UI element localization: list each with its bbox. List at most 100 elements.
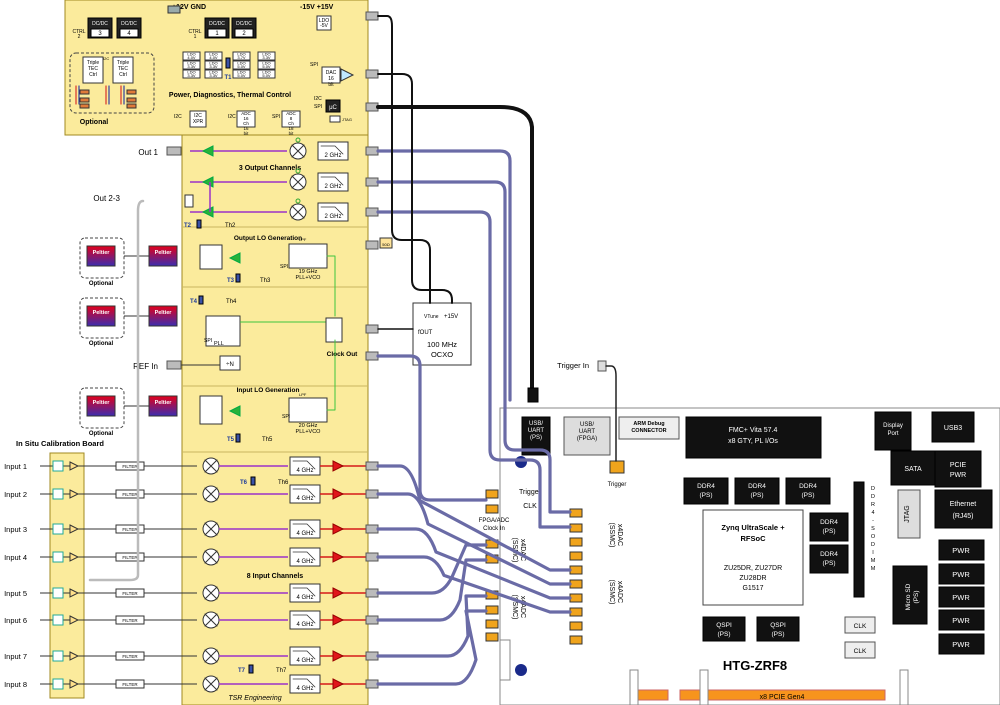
lo-tap [295,137,301,143]
dcdc-inner [207,28,227,38]
input-amp [332,650,345,662]
sma-connector [365,651,379,661]
ssmc-left [485,504,499,514]
pwr-block [938,563,985,585]
output-lo-amp [228,252,241,264]
output-filter [317,141,349,161]
pwr-block [938,539,985,561]
peltier-element [86,245,116,267]
ocxo-plus15v: +15V [444,314,458,320]
input-filter-label: FILTER [122,464,138,469]
calib-board-title: In Situ Calibration Board [16,439,104,448]
output-filter-label: 2 GHz [324,214,341,220]
i2c-label-mid2: I2C [228,114,236,120]
th7-label: Th7 [276,668,287,674]
sata [890,450,936,486]
power-connector [167,5,181,14]
t5-label: T5 [227,437,235,443]
ref-pll-label: PLL [214,341,224,347]
input-lo-switchbank [199,395,223,425]
jtag-small-label: JTAG [342,117,352,122]
calib-switch [52,460,64,472]
ethernet [934,489,993,529]
t3-label: T3 [227,278,235,284]
clk-label: CLK [854,623,867,630]
input-filter [115,615,145,625]
output-filter [317,202,349,222]
mixer-cross [204,613,218,627]
microsd [892,565,928,625]
x4adc2-label: x4ADC(SSMC) [608,580,623,605]
calib-switch [52,523,64,535]
sma-connector [365,489,379,499]
t1-sensor [225,57,231,69]
input-lpf-label: 4 GHz [296,658,313,664]
input-cable [376,543,488,595]
ldo-box [204,60,223,70]
pwr-block [938,633,985,655]
pwr-block [938,586,985,608]
trigger-connector [609,460,625,474]
input-label: Input 5 [4,589,27,598]
t6-label: T6 [240,480,248,486]
ocxo-vtune: VTune [424,314,439,320]
sma-connector-left [166,360,182,370]
dcdc-label: DC/DC [209,21,225,27]
pcie-label: x8 PCIE Gen4 [760,694,805,701]
output-filter-label: 2 GHz [324,153,341,159]
board-notch [499,639,511,681]
ldo-minus5v-box [316,15,332,31]
power-section-title: Power, Diagnostics, Thermal Control [169,92,291,99]
qspi [756,616,800,642]
sma-connector [365,552,379,562]
t6-sensor [250,476,256,486]
switch-box [184,194,194,208]
ddr4-ps-side [809,544,849,574]
ddr4-ps-label: DDR4(PS) [748,483,766,499]
dcdc-label: DC/DC [236,21,252,27]
input-label: Input 4 [4,553,27,562]
dcdc-inner [119,28,139,38]
calib-amp [69,524,80,534]
ocxo-name: OCXO [431,350,453,359]
tec-optional-box [69,52,155,114]
dcdc-label: DC/DC [121,21,137,27]
mixer-cross [204,677,218,691]
board-slot [699,669,709,705]
lpf-label: LPF [299,237,307,242]
mixer-cross [204,550,218,564]
usb-plug [527,387,539,403]
ref-in-label: REF In [133,362,158,371]
t2-sensor [196,219,202,229]
input-filter [115,679,145,689]
mixer-cross [204,649,218,663]
pcie-edge [679,689,886,701]
filter-curve [320,176,344,186]
ref-pll-box [205,315,241,347]
lpf-label-2: LPF [299,392,307,397]
input-filter [115,461,145,471]
sma-connector [365,240,379,250]
lo-feed-2 [326,339,336,411]
jtag-connector [897,489,921,539]
calib-switch [52,587,64,599]
out23-label: Out 2-3 [93,194,120,203]
dac-box [321,66,341,84]
clk-box [844,641,876,659]
input-lo-amp [228,405,241,417]
i2c-label-mid: I2C [174,114,182,120]
sma-connector [365,524,379,534]
ldo-box [182,60,201,70]
pwr-label: PWR [952,593,970,602]
input-filter-label: FILTER [122,654,138,659]
sma-connector [365,679,379,689]
pwr-block [938,609,985,631]
